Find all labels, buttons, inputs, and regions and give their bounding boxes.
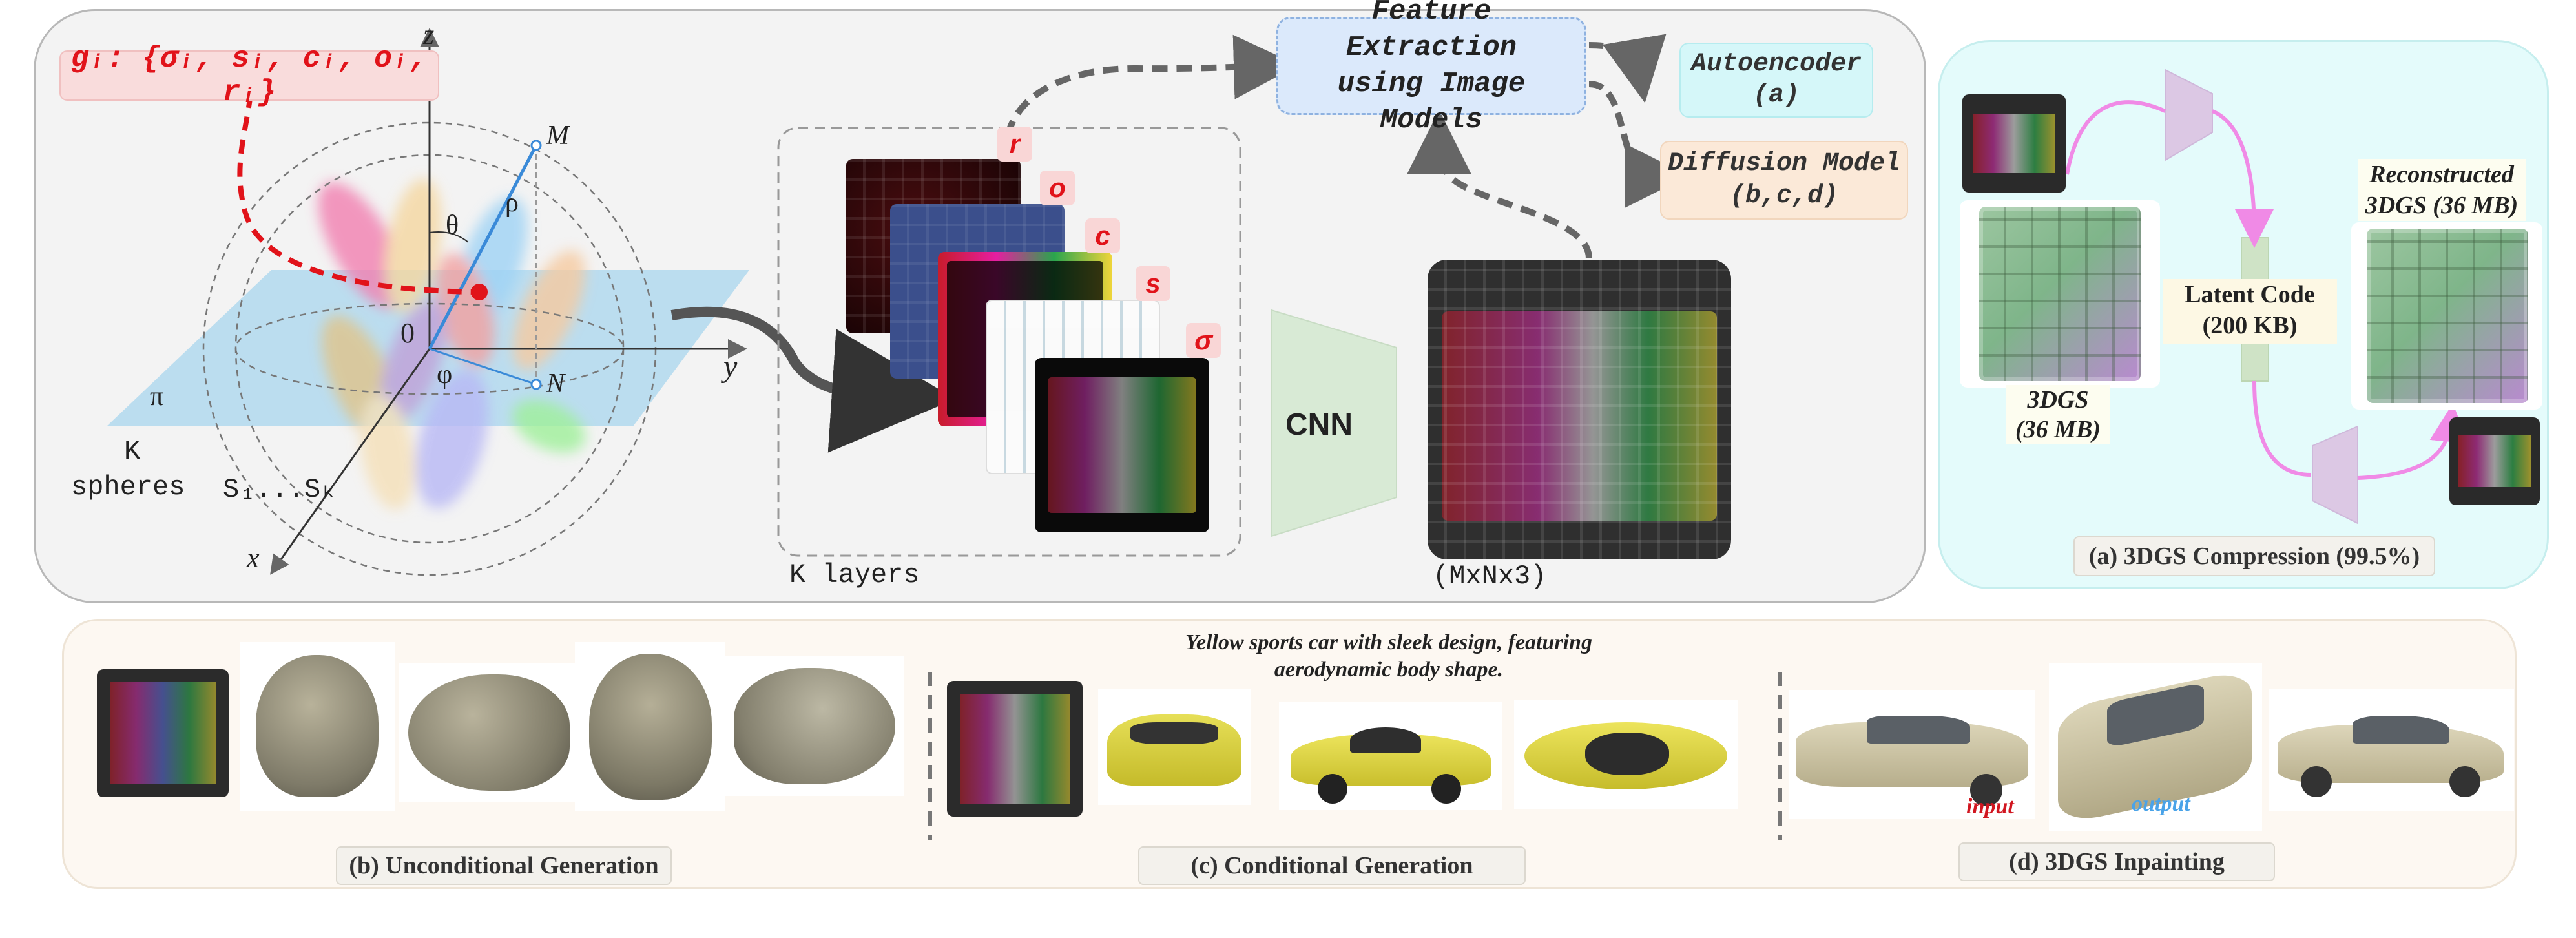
axis-x-label: x <box>247 542 260 574</box>
layer-tag-o: o <box>1040 171 1075 205</box>
phi-label: φ <box>437 360 453 390</box>
input-label: input <box>1966 795 2014 818</box>
spheres-k-label: K <box>124 436 141 467</box>
diffusion-line-2: (b,c,d) <box>1729 182 1839 211</box>
cnn-label: CNN <box>1285 408 1353 442</box>
axis-z-label: z <box>423 19 435 50</box>
autoencoder-line-1: Autoencoder <box>1690 50 1862 79</box>
arrow-into-encoder <box>2065 100 2166 175</box>
axis-y-label: y <box>723 349 738 384</box>
car-render-front <box>1098 689 1251 805</box>
inpainting-masked-car <box>2049 663 2262 831</box>
unconditional-feature-map <box>97 669 229 797</box>
rho-label: ρ <box>505 188 519 218</box>
spheres-range-label: S₁...Sₖ <box>223 474 337 505</box>
arrow-decoder-out <box>2357 403 2469 480</box>
latent-code-label: Latent Code (200 KB) <box>2163 279 2337 344</box>
gaussian-attribute-label: gᵢ: {σᵢ, sᵢ, cᵢ, oᵢ, rᵢ} <box>59 42 439 109</box>
latent-line-1: Latent Code <box>2185 281 2315 308</box>
skull-render-1 <box>240 642 395 811</box>
layer-tag-s: s <box>1136 266 1170 301</box>
arrow-latent-to-decoder <box>2252 380 2312 477</box>
input-size-label: 3DGS (36 MB) <box>2006 385 2110 444</box>
input-cube <box>1979 207 2141 381</box>
autoencoder-line-2: (a) <box>1752 81 1800 110</box>
gaussian-blobs <box>318 178 586 510</box>
feature-line-1: Feature Extraction <box>1345 0 1517 64</box>
latent-line-2: (200 KB) <box>2202 312 2298 339</box>
input-cube-frame <box>1960 200 2160 388</box>
theta-label: θ <box>446 211 459 240</box>
cnn-block <box>1271 309 1397 537</box>
car-render-top <box>1514 700 1738 809</box>
output-cube-frame <box>2351 222 2542 410</box>
conditional-feature-map <box>947 681 1083 817</box>
layer-tag-r: r <box>997 127 1032 162</box>
arrow-image-to-feature <box>1407 110 1592 259</box>
image-size-caption: (MxNx3) <box>1433 561 1547 592</box>
compression-output-thumbnail <box>2449 417 2540 505</box>
output-size-label: Reconstructed 3DGS (36 MB) <box>2358 159 2526 221</box>
text-prompt: Yellow sports car with sleek design, fea… <box>1034 629 1744 683</box>
skull-render-2 <box>399 663 579 802</box>
arrow-to-diffusion <box>1588 81 1689 208</box>
skull-render-3 <box>575 642 725 811</box>
car-render-side <box>1279 702 1502 810</box>
layer-tag-c: c <box>1085 218 1120 253</box>
compression-caption: (a) 3DGS Compression (99.5%) <box>2073 536 2435 576</box>
spheres-word-label: spheres <box>71 472 185 503</box>
arrow-encoder-to-latent <box>2211 109 2274 248</box>
output-cube <box>2367 229 2528 403</box>
aggregated-feature-image <box>1428 260 1731 559</box>
input-size-line-1: 3DGS <box>2027 386 2089 413</box>
origin-label: 0 <box>400 317 415 349</box>
flow-arrow <box>670 306 956 453</box>
output-label: output <box>2132 792 2190 816</box>
plane-label: π <box>150 382 164 412</box>
arrow-to-feature <box>1004 34 1298 137</box>
feature-extraction-box: Feature Extraction using Image Models <box>1276 0 1586 136</box>
diffusion-model-box: Diffusion Model (b,c,d) <box>1660 141 1908 220</box>
point-n-label: N <box>546 369 565 399</box>
output-size-line-1: Reconstructed <box>2369 161 2514 188</box>
input-size-line-2: (36 MB) <box>2015 416 2101 443</box>
k-layers-caption: K layers <box>789 559 920 590</box>
layer-tag-sigma: σ <box>1186 323 1221 358</box>
compression-input-thumbnail <box>1962 94 2066 193</box>
caption-unconditional: (b) Unconditional Generation <box>336 846 672 885</box>
encoder-block <box>2165 68 2213 162</box>
decoder-block <box>2312 425 2358 525</box>
text-prompt-line-1: Yellow sports car with sleek design, fea… <box>1185 631 1592 654</box>
arrow-to-autoencoder <box>1588 34 1667 103</box>
skull-render-4 <box>725 656 904 796</box>
diffusion-line-1: Diffusion Model <box>1667 149 1901 178</box>
label-connector <box>237 93 475 295</box>
inpainting-input-car <box>1789 690 2035 819</box>
point-m-label: M <box>546 121 569 151</box>
feature-line-2: using Image Models <box>1337 68 1526 136</box>
inpainting-output-car <box>2269 689 2514 811</box>
caption-conditional: (c) Conditional Generation <box>1138 846 1526 885</box>
text-prompt-line-2: aerodynamic body shape. <box>1274 658 1504 682</box>
output-size-line-2: 3DGS (36 MB) <box>2365 192 2519 219</box>
autoencoder-box: Autoencoder (a) <box>1679 43 1873 118</box>
layer-sigma-image <box>1035 358 1209 532</box>
caption-inpainting: (d) 3DGS Inpainting <box>1958 842 2275 881</box>
